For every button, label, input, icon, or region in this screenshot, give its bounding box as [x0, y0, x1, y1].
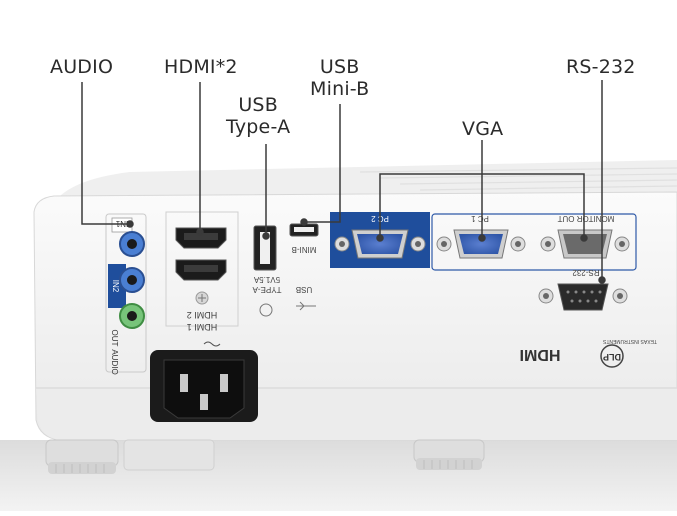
svg-text:MONITOR OUT: MONITOR OUT: [558, 214, 615, 223]
rs232-port[interactable]: [538, 283, 628, 311]
dlp-hdmi-logos: HDMI DLP TEXAS INSTRUMENTS: [520, 338, 657, 368]
callout-hdmi: HDMI*2: [164, 56, 238, 78]
callout-vga: VGA: [462, 118, 503, 140]
callout-audio: AUDIO: [50, 56, 113, 78]
svg-text:HDMI: HDMI: [520, 346, 561, 363]
svg-text:5V1.5A: 5V1.5A: [253, 275, 280, 284]
callout-usb-type-a: USB Type-A: [226, 94, 290, 138]
svg-text:DLP: DLP: [603, 352, 621, 362]
vga-monitor-out-port[interactable]: [540, 229, 630, 259]
vga-panel-outline: [431, 213, 637, 271]
svg-text:PC 1: PC 1: [471, 214, 489, 223]
callout-usb-mini-b-line2: Mini-B: [310, 78, 370, 100]
callout-rs232: RS-232: [566, 56, 636, 78]
usb-power-icon: [259, 303, 273, 317]
usb-type-a-area: 5V1.5A TYPE-A: [252, 225, 282, 317]
vent-grooves: [359, 167, 677, 191]
svg-text:HDMI 1: HDMI 1: [187, 322, 218, 332]
audio-jacks: IN1 IN2 OUT AUDIO: [108, 217, 145, 375]
svg-text:TEXAS INSTRUMENTS: TEXAS INSTRUMENTS: [602, 338, 657, 344]
power-inlet[interactable]: [150, 341, 258, 422]
front-right-foot: [413, 439, 485, 470]
callout-usb-type-a-line1: USB: [238, 94, 278, 116]
svg-text:IN2: IN2: [111, 280, 120, 293]
callout-audio-text: AUDIO: [50, 56, 114, 78]
front-left-foot: [45, 439, 119, 474]
svg-text:MINI-B: MINI-B: [292, 245, 317, 254]
svg-text:RS-232: RS-232: [572, 268, 600, 277]
svg-text:HDMI 2: HDMI 2: [187, 310, 218, 320]
svg-text:TYPE-A: TYPE-A: [252, 285, 282, 294]
callout-usb-mini-b: USB Mini-B: [310, 56, 369, 100]
usb-trident-icon: [296, 301, 316, 311]
callout-lines: [81, 80, 606, 284]
callout-usb-type-a-line2: Type-A: [226, 116, 291, 138]
svg-text:AUDIO: AUDIO: [110, 349, 119, 374]
svg-text:USB: USB: [296, 285, 312, 294]
svg-text:OUT: OUT: [110, 330, 119, 347]
audio-panel-outline: [105, 213, 147, 373]
dlp-logo-icon: [600, 344, 624, 368]
vga-pc2-port[interactable]: [334, 229, 426, 259]
callout-vga-text: VGA: [462, 118, 504, 140]
hdmi-ports: HDMI 2 HDMI 1: [175, 227, 227, 332]
callout-rs232-text: RS-232: [566, 56, 636, 78]
body-bottom: [36, 388, 677, 440]
hdmi-panel-outline: [165, 211, 239, 327]
rear-foot: [123, 439, 215, 471]
ac-symbol-icon: [203, 341, 221, 347]
callout-usb-mini-b-line1: USB: [319, 56, 360, 78]
vga-pc1-port[interactable]: [436, 229, 526, 259]
callout-hdmi-text: HDMI*2: [164, 56, 238, 78]
